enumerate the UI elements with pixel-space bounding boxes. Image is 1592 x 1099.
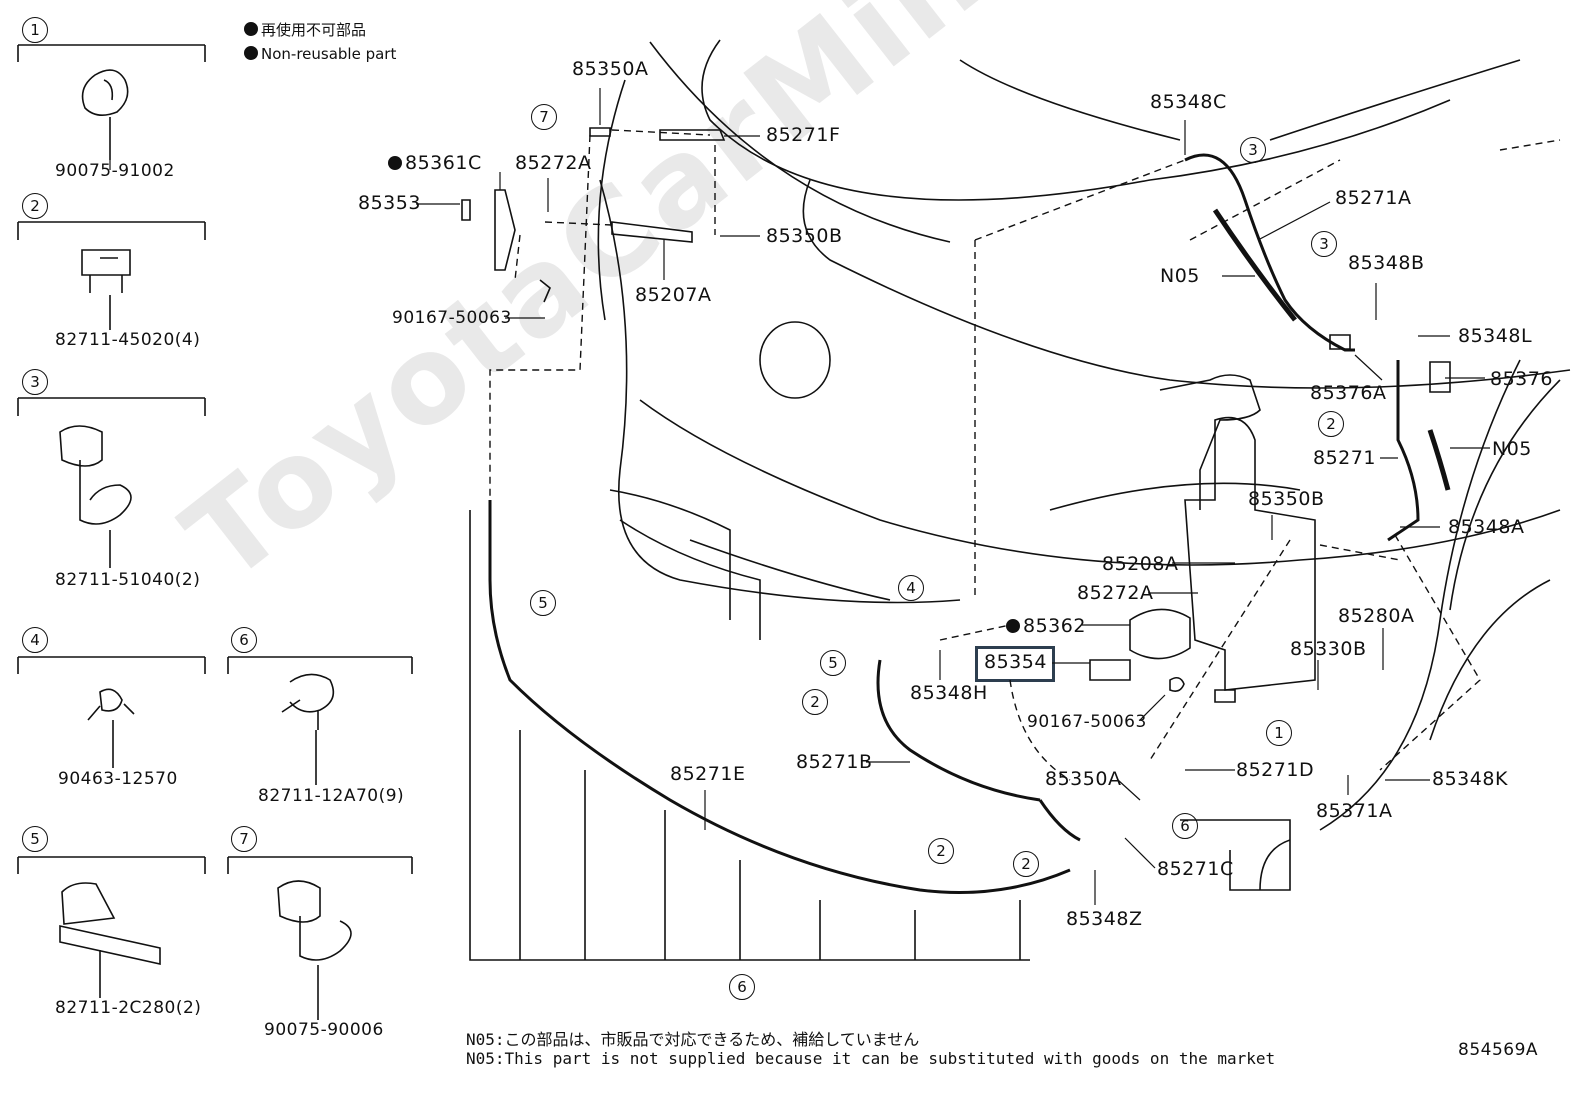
non-reusable-dot-icon bbox=[388, 156, 402, 170]
ref-circle-6: 6 bbox=[1172, 813, 1198, 839]
callout-N05[interactable]: N05 bbox=[1492, 438, 1532, 460]
callout-85371A[interactable]: 85371A bbox=[1316, 800, 1393, 822]
non-reusable-dot-icon bbox=[244, 46, 258, 60]
non-reusable-dot-icon bbox=[244, 22, 258, 36]
part-code: 90075-91002 bbox=[55, 161, 175, 181]
callout-85348A[interactable]: 85348A bbox=[1448, 516, 1525, 538]
callout-85362[interactable]: 85362 bbox=[1006, 617, 1086, 636]
part-code: 82711-12A70(9) bbox=[258, 786, 405, 806]
part-code: 90075-90006 bbox=[264, 1020, 384, 1040]
ref-circle-2: 2 bbox=[928, 838, 954, 864]
callout-85207A[interactable]: 85207A bbox=[635, 284, 712, 306]
callout-85354[interactable]: 85354 bbox=[984, 651, 1047, 673]
ref-circle-1: 1 bbox=[22, 17, 48, 43]
ref-circle-7: 7 bbox=[231, 826, 257, 852]
ref-circle-3: 3 bbox=[22, 369, 48, 395]
callout-85271C[interactable]: 85271C bbox=[1157, 858, 1234, 880]
callout-85361C[interactable]: 85361C bbox=[388, 154, 482, 173]
callout-85271A[interactable]: 85271A bbox=[1335, 187, 1412, 209]
callout-85348B[interactable]: 85348B bbox=[1348, 252, 1425, 274]
ref-circle-7: 7 bbox=[531, 104, 557, 130]
ref-circle-6: 6 bbox=[729, 974, 755, 1000]
ref-circle-4: 4 bbox=[22, 627, 48, 653]
callout-85271E[interactable]: 85271E bbox=[670, 763, 746, 785]
ref-circle-1: 1 bbox=[1266, 720, 1292, 746]
callout-85348L[interactable]: 85348L bbox=[1458, 325, 1533, 347]
legend-en: Non-reusable part bbox=[244, 46, 396, 62]
ref-circle-5: 5 bbox=[530, 590, 556, 616]
ref-circle-5: 5 bbox=[820, 650, 846, 676]
ref-circle-4: 4 bbox=[898, 575, 924, 601]
legend-jp: 再使用不可部品 bbox=[244, 22, 366, 38]
callout-85348K[interactable]: 85348K bbox=[1432, 768, 1508, 790]
note-jp: N05:この部品は、市販品で対応できるため、補給していません bbox=[466, 1030, 920, 1049]
note-en: N05:This part is not supplied because it… bbox=[466, 1049, 1276, 1068]
ref-circle-2: 2 bbox=[1013, 851, 1039, 877]
ref-circle-2: 2 bbox=[1318, 411, 1344, 437]
ref-circle-6: 6 bbox=[231, 627, 257, 653]
ref-circle-2: 2 bbox=[802, 689, 828, 715]
callout-85280A[interactable]: 85280A bbox=[1338, 605, 1415, 627]
ref-circle-2: 2 bbox=[22, 193, 48, 219]
ref-circle-5: 5 bbox=[22, 826, 48, 852]
callout-85348H[interactable]: 85348H bbox=[910, 682, 988, 704]
callout-N05[interactable]: N05 bbox=[1160, 265, 1200, 287]
callout-85350B[interactable]: 85350B bbox=[766, 225, 843, 247]
part-code: 82711-2C280(2) bbox=[55, 998, 202, 1018]
non-reusable-dot-icon bbox=[1006, 619, 1020, 633]
callout-85350A[interactable]: 85350A bbox=[1045, 768, 1122, 790]
callout-85271F[interactable]: 85271F bbox=[766, 124, 841, 146]
callout-85272A[interactable]: 85272A bbox=[1077, 582, 1154, 604]
callout-85350A[interactable]: 85350A bbox=[572, 58, 649, 80]
diagram-id: 854569A bbox=[1458, 1040, 1539, 1060]
callout-85348Z[interactable]: 85348Z bbox=[1066, 908, 1143, 930]
callout-85271B[interactable]: 85271B bbox=[796, 751, 873, 773]
callout-85348C[interactable]: 85348C bbox=[1150, 91, 1227, 113]
callout-85271D[interactable]: 85271D bbox=[1236, 759, 1315, 781]
highlighted-part-box[interactable] bbox=[975, 646, 1055, 682]
callout-85330B[interactable]: 85330B bbox=[1290, 638, 1367, 660]
ref-circle-3: 3 bbox=[1311, 231, 1337, 257]
callout-85272A[interactable]: 85272A bbox=[515, 152, 592, 174]
part-code: 82711-51040(2) bbox=[55, 570, 201, 590]
callout-85271[interactable]: 85271 bbox=[1313, 447, 1376, 469]
callout-85350B[interactable]: 85350B bbox=[1248, 488, 1325, 510]
callout-85353[interactable]: 85353 bbox=[358, 192, 421, 214]
callout-90167-50063[interactable]: 90167-50063 bbox=[392, 308, 512, 328]
part-code: 90463-12570 bbox=[58, 769, 178, 789]
callout-90167-50063[interactable]: 90167-50063 bbox=[1027, 712, 1147, 732]
part-code: 82711-45020(4) bbox=[55, 330, 201, 350]
